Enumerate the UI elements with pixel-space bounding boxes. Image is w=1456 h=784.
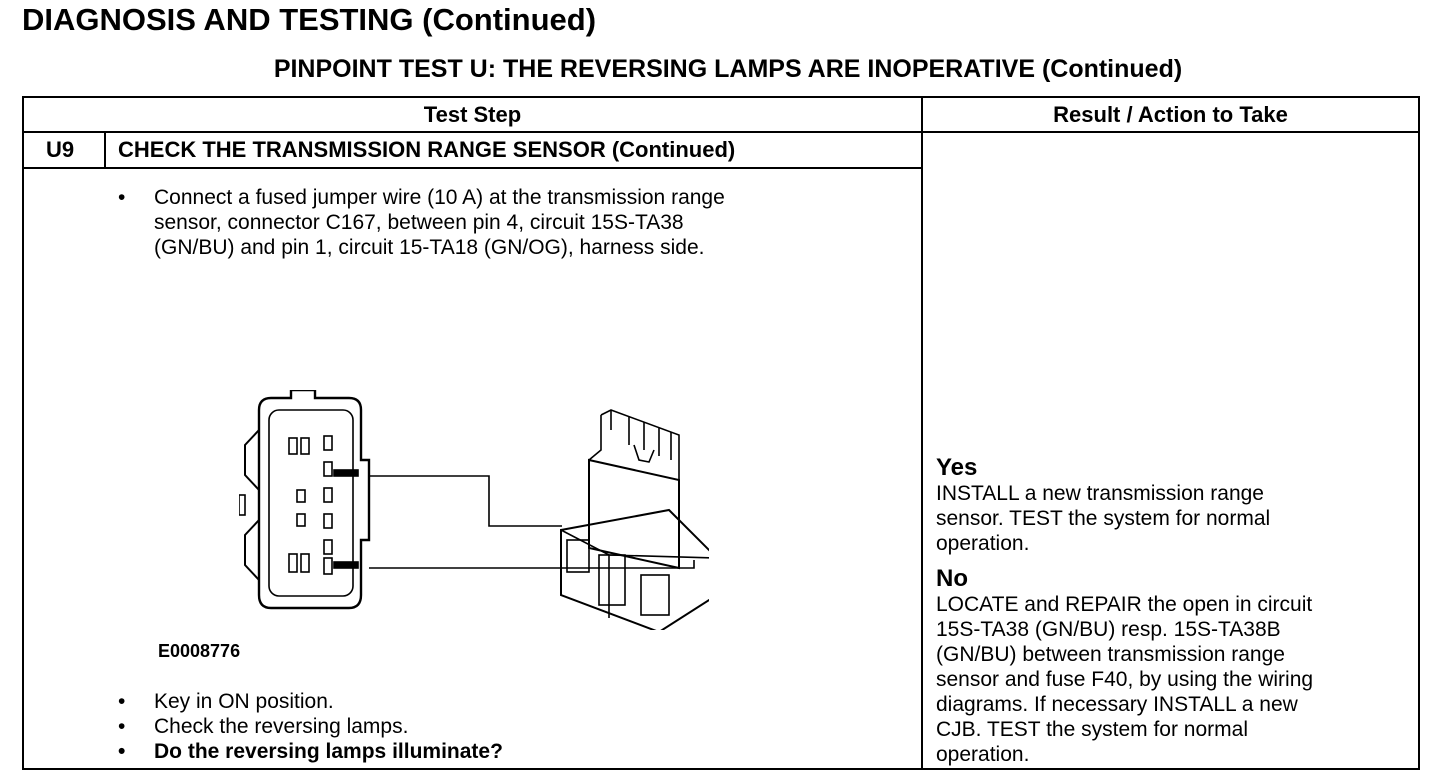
- list-item: • Do the reversing lamps illuminate?: [118, 739, 898, 764]
- pin-cavity: [296, 513, 306, 527]
- pin-cavity: [296, 489, 306, 503]
- pin-cavity: [300, 437, 310, 455]
- connector-face: [268, 409, 354, 597]
- probe-pin-4: [333, 469, 359, 477]
- step-id: U9: [46, 137, 75, 162]
- pin-cavity: [288, 437, 298, 455]
- instruction-list: • Key in ON position. • Check the revers…: [118, 689, 898, 764]
- fuse: [588, 458, 680, 570]
- result-no: No LOCATE and REPAIR the open in circuit…: [936, 565, 1313, 767]
- latch-left-bottom: [244, 519, 260, 581]
- pin-cavity: [323, 487, 333, 503]
- bullet: •: [118, 186, 126, 209]
- result-label: Yes: [936, 454, 978, 481]
- pin-cavity: [300, 553, 310, 573]
- instruction-text: Check the reversing lamps.: [154, 715, 409, 738]
- column-divider: [921, 98, 923, 768]
- step-row-divider: [24, 167, 921, 169]
- step-title: CHECK THE TRANSMISSION RANGE SENSOR (Con…: [118, 137, 736, 162]
- connector-housing: [257, 390, 371, 610]
- step-id-divider: [104, 131, 106, 167]
- bullet: •: [118, 715, 126, 738]
- list-item: • Connect a fused jumper wire (10 A) at …: [118, 185, 898, 260]
- instruction-text: Key in ON position.: [154, 690, 334, 713]
- result-action-header: Result / Action to Take: [1053, 102, 1288, 127]
- page-title: DIAGNOSIS AND TESTING (Continued): [22, 2, 597, 37]
- instruction-text: Connect a fused jumper wire (10 A) at th…: [154, 186, 725, 259]
- probe-pin-1: [333, 561, 359, 569]
- pinpoint-test-table: Test Step Result / Action to Take U9 CHE…: [22, 96, 1420, 770]
- bullet: •: [118, 690, 126, 713]
- jumper-wire: [369, 560, 695, 569]
- instruction-list: • Connect a fused jumper wire (10 A) at …: [118, 185, 898, 260]
- pin-cavity: [323, 513, 333, 529]
- list-item: • Check the reversing lamps.: [118, 714, 898, 739]
- pin-cavity: [323, 557, 333, 575]
- pin-cavity: [323, 461, 333, 477]
- question-text: Do the reversing lamps illuminate?: [154, 740, 503, 763]
- bullet: •: [118, 740, 126, 763]
- connector-jumper-illustration: [239, 390, 709, 630]
- result-yes: Yes INSTALL a new transmission range sen…: [936, 454, 1270, 556]
- pin-cavity: [323, 435, 333, 451]
- jumper-wire: [369, 475, 562, 527]
- header-divider: [24, 131, 1418, 133]
- pin-cavity: [323, 539, 333, 555]
- pinpoint-test-title: PINPOINT TEST U: THE REVERSING LAMPS ARE…: [273, 55, 1183, 83]
- pin-cavity: [288, 553, 298, 573]
- fuse-holder: [560, 508, 709, 630]
- latch-tab: [239, 494, 246, 516]
- result-action: LOCATE and REPAIR the open in circuit 15…: [936, 593, 1314, 766]
- figure-id: E0008776: [158, 641, 241, 661]
- list-item: • Key in ON position.: [118, 689, 898, 714]
- test-step-header: Test Step: [423, 102, 522, 127]
- result-label: No: [936, 565, 968, 592]
- result-action: INSTALL a new transmission range sensor.…: [936, 482, 1271, 555]
- latch-left-top: [244, 429, 260, 491]
